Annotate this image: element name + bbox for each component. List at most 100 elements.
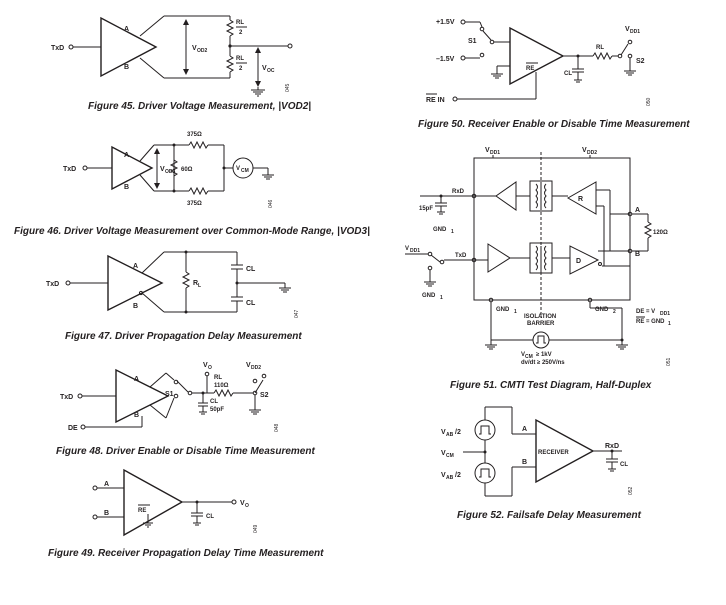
txd-label-47: TxD	[46, 281, 59, 288]
caption-fig52: Figure 52. Failsafe Delay Measurement	[457, 510, 642, 521]
code-50: 050	[646, 97, 652, 106]
receiver-triangle-52	[535, 418, 595, 484]
driver-triangle-46	[111, 145, 154, 191]
code-48: 048	[274, 423, 280, 432]
vdd1-v-51b: V	[405, 246, 409, 252]
cl48-label: CL	[210, 399, 218, 405]
vcm-rate1: ≥ 1kV	[536, 352, 552, 358]
caption-fig50: Figure 50. Receiver Enable or Disable Ti…	[418, 119, 690, 130]
figure-48: TxD A B DE S1 CL 50pF RL 110Ω V O	[56, 362, 315, 457]
vod3-sub: OD3	[165, 169, 176, 175]
receiver-label: RECEIVER	[538, 450, 569, 456]
txd-label-51: TxD	[455, 253, 467, 259]
c15-label: 15pF	[419, 206, 433, 212]
re50-label: RE	[526, 66, 534, 72]
s2-label-48: S2	[260, 392, 269, 399]
vcm-sub: CM	[241, 168, 249, 174]
caption-fig49: Figure 49. Receiver Propagation Delay Ti…	[48, 548, 324, 559]
vcm-v-52: V	[441, 450, 446, 457]
driver-triangle-47	[107, 254, 164, 312]
gnd1-sub-b: 1	[440, 295, 443, 301]
code-46: 046	[268, 199, 274, 208]
vdd2-sub-51: DD2	[587, 150, 597, 156]
caption-fig45: Figure 45. Driver Voltage Measurement, |…	[88, 101, 311, 112]
txd-label: TxD	[51, 45, 64, 52]
vdd1-v-50: V	[625, 26, 630, 33]
vcm-v-51: V	[521, 352, 525, 358]
vab-source-bottom	[474, 462, 496, 484]
barrier-label: BARRIER	[527, 321, 555, 327]
s1-label-48: S1	[165, 391, 174, 398]
vcm-v: V	[236, 166, 240, 172]
vdd2-v: V	[246, 362, 251, 369]
figure-51: V DD1 V DD2 R D	[405, 147, 672, 391]
r375-label-top: 375Ω	[187, 132, 202, 138]
vo48-sub: O	[208, 365, 212, 371]
cl47-bottom: CL	[246, 300, 256, 307]
vo48-v: V	[203, 362, 208, 369]
de-eq-sub: DD1	[660, 311, 670, 317]
cl49-label: CL	[206, 514, 214, 520]
s1-label-50: S1	[468, 38, 477, 45]
a-label-47: A	[133, 263, 138, 270]
vod3-v: V	[160, 166, 165, 173]
de-eq-label: DE = V	[636, 309, 655, 315]
vod2-v: V	[192, 45, 197, 52]
plus15-label: +1.5V	[436, 19, 455, 26]
caption-fig46: Figure 46. Driver Voltage Measurement ov…	[14, 226, 370, 237]
gnd2-label: GND	[595, 307, 609, 313]
rl-label-top: RL	[236, 20, 244, 26]
code-47: 047	[294, 309, 300, 318]
voc-v: V	[262, 65, 267, 72]
rl47-sub: L	[198, 283, 201, 289]
a-label: A	[124, 26, 129, 33]
figure-45: TxD A B RL 2 RL 2 V OD2 V OC	[51, 15, 311, 112]
r120-label: 120Ω	[653, 230, 668, 236]
vcm-pulse-source	[532, 331, 550, 349]
vdd1-sub-51b: DD1	[410, 248, 420, 254]
driver-triangle-48	[115, 368, 170, 424]
rxd-label-52: RxD	[605, 443, 619, 450]
receiver-triangle-49	[123, 468, 184, 537]
code-49: 049	[253, 524, 259, 533]
c50-label: 50pF	[210, 407, 224, 413]
de-label: DE	[68, 425, 78, 432]
gnd1-label-a: GND	[433, 227, 447, 233]
a-label-49: A	[104, 481, 109, 488]
rl47-r: R	[193, 280, 198, 287]
vod2-sub: OD2	[197, 48, 208, 54]
r110-label: 110Ω	[214, 383, 229, 389]
re49-label: RE	[138, 508, 146, 514]
gnd1-sub-c: 1	[514, 309, 517, 315]
a-label-52: A	[522, 426, 527, 433]
vab-div-top: /2	[455, 429, 461, 436]
b-label-48: B	[134, 412, 139, 419]
cl52-label: CL	[620, 462, 628, 468]
figure-46: TxD A B V OD3 60Ω 375Ω 375Ω V	[14, 132, 370, 237]
rl-denominator-bottom: 2	[239, 66, 243, 72]
code-52: 052	[628, 486, 634, 495]
caption-fig48: Figure 48. Driver Enable or Disable Time…	[56, 446, 315, 457]
vdd1-v-51: V	[485, 147, 490, 154]
rl-label-bottom: RL	[236, 56, 244, 62]
vab-v-bottom: V	[441, 472, 446, 479]
vab-div-bottom: /2	[455, 472, 461, 479]
figure-52: V AB /2 V CM V AB /2 A B RECEIVER RxD CL…	[441, 406, 642, 521]
re-eq-label: RE = GND	[636, 319, 665, 325]
b-label-49: B	[104, 510, 109, 517]
vdd1-sub-51: DD1	[490, 150, 500, 156]
s2-label-50: S2	[636, 58, 645, 65]
b-label-46: B	[124, 184, 129, 191]
vdd2-v-51: V	[582, 147, 587, 154]
cl50-label: CL	[564, 71, 572, 77]
rl48-label: RL	[214, 375, 222, 381]
txd-label-46: TxD	[63, 166, 76, 173]
r-label-51: R	[578, 196, 583, 203]
b-label-47: B	[133, 303, 138, 310]
a-label-46: A	[124, 152, 129, 159]
cl47-top: CL	[246, 266, 256, 273]
vab-source-top	[474, 419, 496, 441]
b-label: B	[124, 64, 129, 71]
figure-50: +1.5V S1 –1.5V RE RE IN CL	[418, 19, 690, 130]
